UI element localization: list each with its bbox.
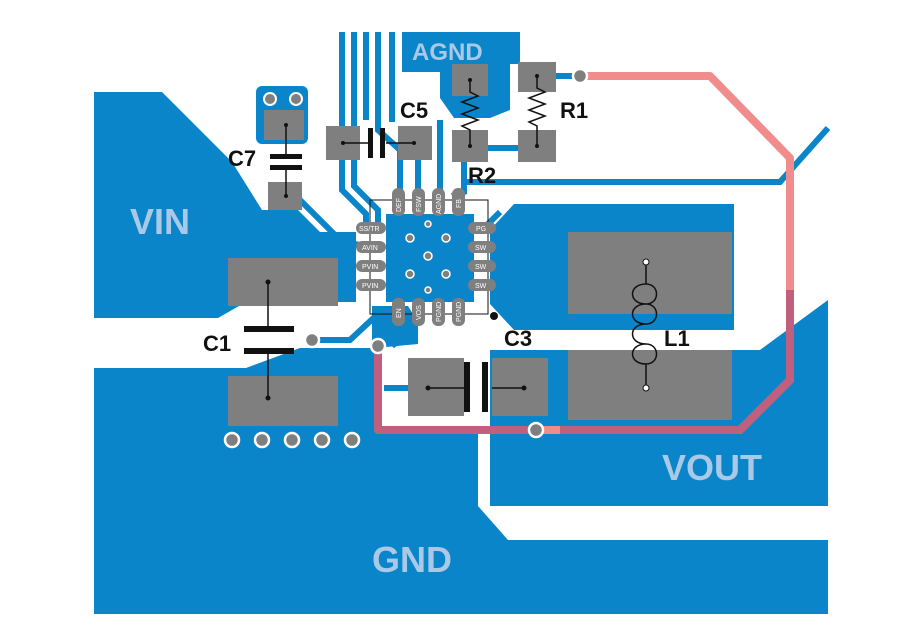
pin-sw-1: SW [475, 245, 487, 252]
l1-coil [631, 283, 658, 365]
vos-via [369, 337, 387, 355]
c1-pad-bottom [228, 376, 338, 426]
pin-avin: AVIN [362, 245, 378, 252]
c3-component: C3 [408, 326, 548, 416]
bottom-trace-overlap [560, 290, 794, 434]
pin-en: EN [396, 308, 403, 318]
r1-label: R1 [560, 98, 588, 123]
r1-zigzag [526, 76, 548, 146]
c5-component: C5 [326, 98, 432, 160]
pin-pvin-1: PVIN [362, 264, 378, 271]
c1-component: C1 [203, 258, 361, 449]
pin-sw-3: SW [475, 283, 487, 290]
c7-label: C7 [228, 146, 256, 171]
l1-component: L1 [568, 232, 732, 420]
pin-agnd: AGND [436, 194, 443, 214]
vin-net-label: VIN [130, 201, 190, 242]
pin-def: DEF [396, 198, 403, 212]
c7-via-1 [263, 92, 277, 106]
l1-pad-top [568, 232, 732, 314]
ic-thermal-vias [405, 220, 451, 294]
en-via [303, 331, 321, 349]
c3-pad-right [492, 358, 548, 416]
ic-right-pins: PG SW SW SW [468, 222, 496, 291]
vout-net-label: VOUT [662, 447, 762, 488]
agnd-net-label: AGND [412, 39, 483, 66]
c5-plate-1 [368, 128, 373, 158]
r1-via [571, 67, 589, 85]
c7-plate-2 [270, 165, 302, 170]
c5-plate-2 [380, 128, 385, 158]
c3-pad-left [408, 358, 464, 416]
r2-label: R2 [468, 163, 496, 188]
pin-sw-2: SW [475, 264, 487, 271]
pin-pg: PG [476, 226, 486, 233]
c1-plate-1 [244, 326, 294, 332]
ic-package: DEF FSW AGND FB EN VOS PGND PGND SS/TR A… [356, 188, 498, 326]
c3-plate-2 [482, 362, 488, 412]
c5-label: C5 [400, 98, 428, 123]
vout-sense-via [527, 421, 545, 439]
c3-plate-1 [464, 362, 470, 412]
ic-left-pins: SS/TR AVIN PVIN PVIN [356, 222, 386, 291]
r2-zigzag [459, 80, 481, 146]
l1-pad-bottom [568, 350, 732, 420]
pin-pvin-2: PVIN [362, 283, 378, 290]
ic-pin1-marker [490, 312, 498, 320]
pin-pgnd-2: PGND [456, 302, 463, 322]
l1-label: L1 [664, 326, 690, 351]
pin-vos: VOS [416, 305, 423, 320]
pin-ss-tr: SS/TR [359, 226, 380, 233]
c1-label: C1 [203, 331, 231, 356]
c3-label: C3 [504, 326, 532, 351]
bottom-layer-vos-trace [374, 346, 536, 434]
c7-component: C7 [228, 92, 304, 210]
c1-ground-vias [223, 431, 361, 449]
c7-via-2 [289, 92, 303, 106]
c1-plate-2 [244, 348, 294, 354]
r1-component: R1 [518, 62, 589, 162]
c1-pad-top [228, 258, 338, 306]
ic-outline [369, 199, 489, 315]
c7-plate-1 [270, 154, 302, 159]
ic-bottom-pins: EN VOS PGND PGND [392, 298, 465, 326]
gnd-net-label: GND [372, 539, 452, 580]
pin-fsw: FSW [416, 196, 423, 212]
pin-pgnd-1: PGND [436, 302, 443, 322]
pin-fb: FB [456, 199, 463, 208]
r2-component: R2 [452, 64, 496, 188]
ic-top-pins: DEF FSW AGND FB [392, 188, 465, 216]
